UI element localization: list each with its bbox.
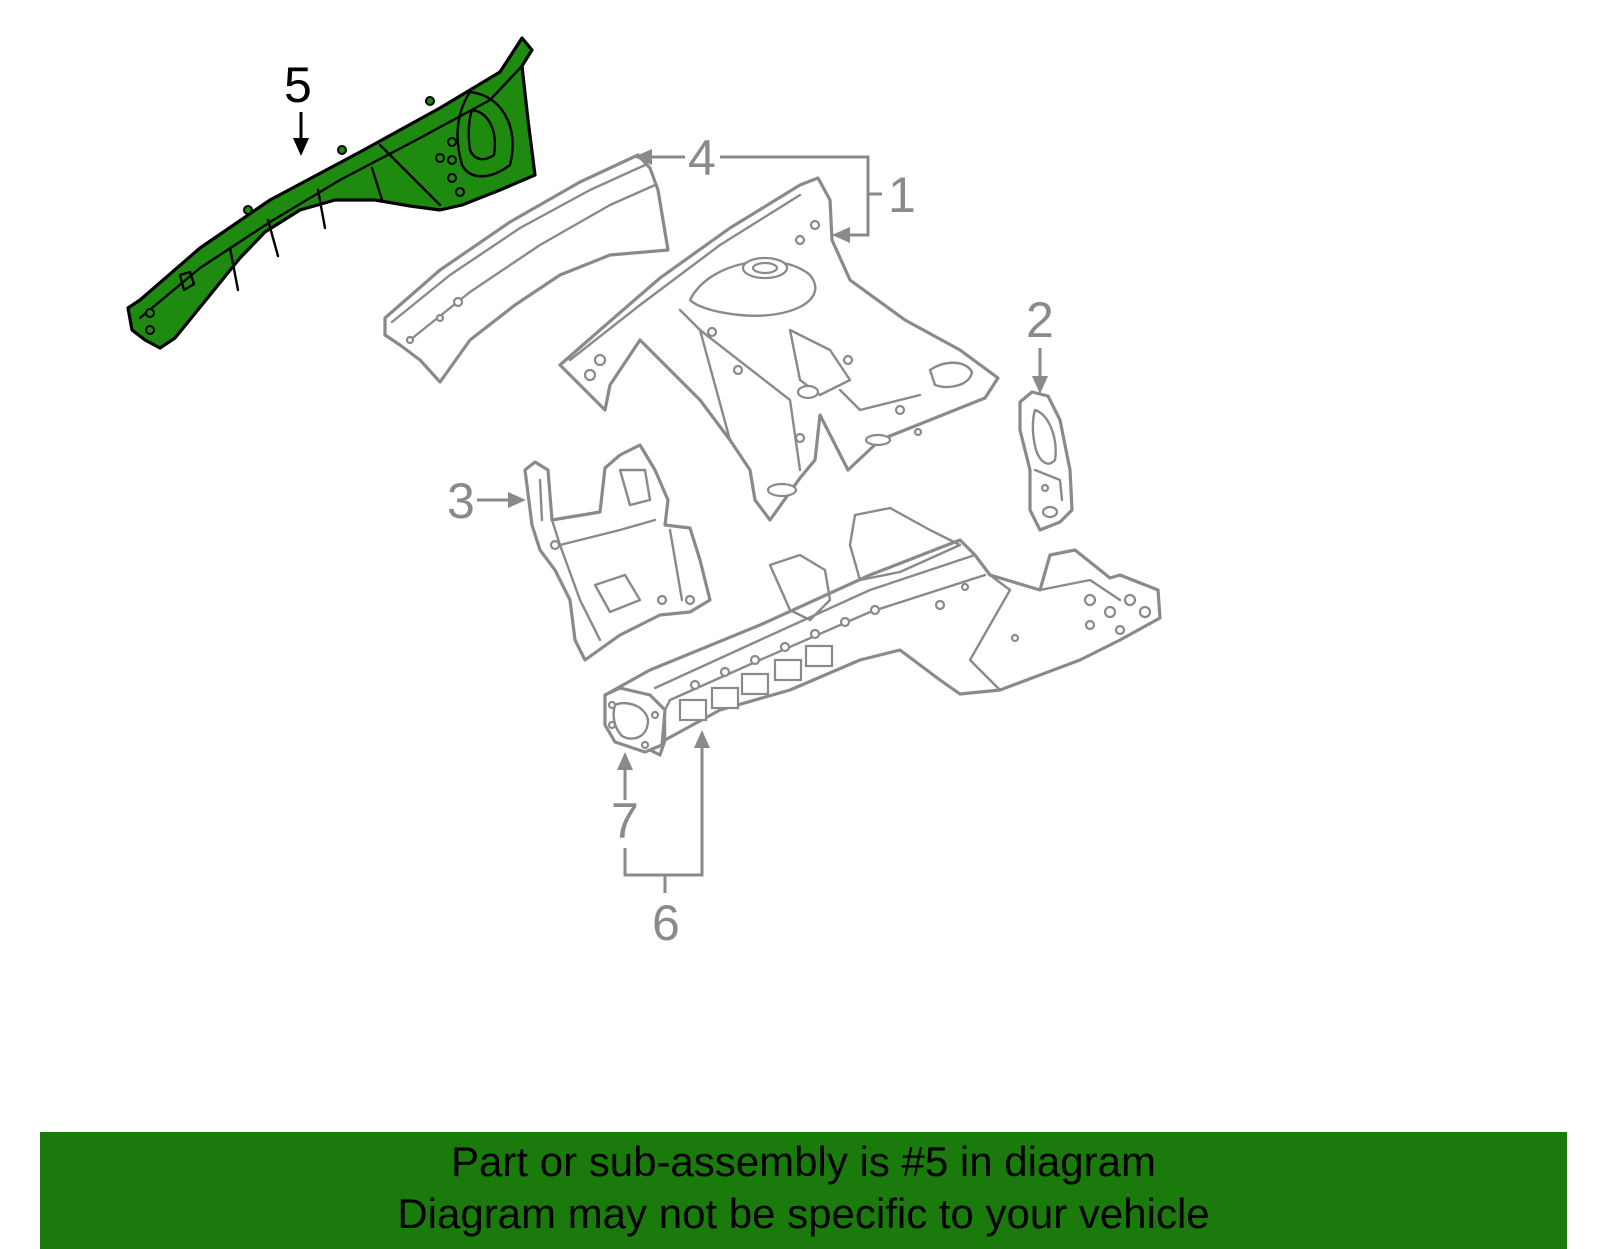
info-banner: Part or sub-assembly is #5 in diagram Di… (40, 1132, 1567, 1249)
leader-4 (634, 149, 685, 165)
part-6[interactable] (603, 506, 1162, 757)
part-5-highlighted[interactable] (126, 36, 537, 350)
banner-line-part-info: Part or sub-assembly is #5 in diagram (451, 1138, 1156, 1185)
callout-1: 1 (888, 167, 916, 223)
part-1[interactable] (558, 176, 1000, 522)
part-3[interactable] (523, 443, 712, 662)
callout-3: 3 (447, 473, 475, 529)
leader-2 (1032, 348, 1048, 394)
leader-1 (720, 155, 882, 243)
part-2[interactable] (1018, 390, 1074, 532)
callout-5: 5 (284, 57, 312, 113)
part-7[interactable] (603, 686, 667, 754)
leader-6-7 (617, 730, 710, 893)
callout-7: 7 (611, 793, 639, 849)
callout-2: 2 (1026, 292, 1054, 348)
part-4[interactable] (383, 153, 670, 384)
leader-5 (293, 112, 309, 156)
leader-3 (477, 492, 526, 508)
callout-4: 4 (688, 130, 716, 186)
banner-line-disclaimer: Diagram may not be specific to your vehi… (397, 1190, 1210, 1237)
callout-6: 6 (652, 895, 680, 951)
